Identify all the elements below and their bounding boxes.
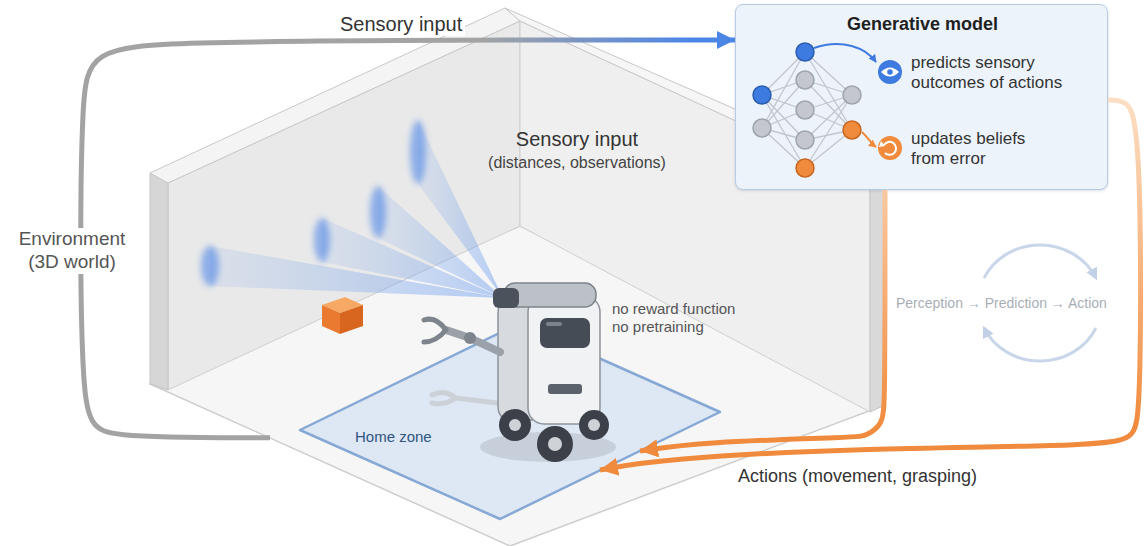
home-zone: Home zone: [300, 323, 720, 519]
robot-side: [498, 298, 532, 420]
network-node: [753, 119, 771, 137]
robot-claw: [424, 319, 446, 342]
block-right: [340, 305, 363, 334]
sensor-beam: [322, 218, 503, 298]
cycle-label: Perception → Prediction → Action: [896, 295, 1107, 312]
left-wall-rim: [150, 8, 520, 183]
robot-wheel: [499, 409, 531, 441]
box-body-text: updates beliefs from error: [911, 129, 1051, 170]
neural-network: [753, 43, 876, 177]
box-title: Generative model: [847, 14, 998, 36]
eye-icon: [878, 60, 902, 84]
robot: [424, 283, 616, 462]
robot-wheel: [537, 426, 573, 462]
arm-joint: [464, 332, 476, 344]
network-node: [843, 121, 861, 139]
network-node: [796, 71, 814, 89]
wheel-hub: [509, 419, 521, 431]
network-node: [796, 131, 814, 149]
connector-line: [640, 190, 885, 451]
sensor-beam: [418, 120, 503, 298]
home-zone-area: [300, 323, 720, 519]
connector-line: [81, 40, 735, 438]
sensor-spot: [410, 120, 426, 184]
zone-label: Home zone: [355, 428, 432, 446]
refresh-icon: [878, 136, 902, 160]
orange-block: [322, 297, 363, 334]
actions-arrow: [600, 100, 1141, 470]
edge-label: Actions (movement, grasping): [735, 466, 980, 488]
edge-label: Sensory input: [337, 12, 465, 36]
predict-arrow: [814, 44, 876, 62]
network-node: [753, 86, 771, 104]
sensor-beam: [210, 246, 503, 298]
refresh-arc: [884, 142, 896, 155]
sensor-spot: [201, 246, 219, 286]
eye-icon-disc: [878, 60, 902, 84]
cycle-arc: [984, 328, 1096, 361]
note-text: no reward function no pretraining: [612, 300, 746, 336]
region-heading: Sensory input: [516, 127, 638, 151]
block-left: [322, 305, 340, 334]
sensor-beams: [201, 120, 503, 298]
robot-shadow: [480, 432, 616, 462]
sensor-spot: [314, 218, 330, 262]
left-wall: [168, 21, 520, 390]
region-subheading: (distances, observations): [488, 153, 666, 172]
wheel-hub: [548, 437, 562, 451]
network-node: [796, 101, 814, 119]
box-body-text: predicts sensory outcomes of actions: [911, 53, 1076, 94]
cycle-arc: [984, 245, 1096, 278]
wheel-hub: [588, 419, 600, 431]
sensor-spot: [370, 186, 386, 238]
network-node: [796, 43, 814, 61]
robot-arm: [446, 330, 500, 352]
refresh-tip: [879, 141, 885, 147]
robot-body: [528, 296, 600, 424]
network-node: [843, 86, 861, 104]
loop-label: Environment (3D world): [7, 228, 137, 274]
eye-pupil: [887, 69, 893, 75]
block-top: [322, 297, 363, 313]
sensor-beam: [378, 186, 503, 298]
robot-glare: [546, 322, 562, 326]
left-wall-edge: [150, 173, 168, 390]
network-node: [796, 159, 814, 177]
home-zone-outline: [300, 323, 720, 519]
robot-wheel: [579, 410, 609, 440]
connector-line: [600, 100, 1141, 470]
network-links: [762, 52, 852, 168]
refresh-icon-disc: [878, 136, 902, 160]
sensory-input-arrow: [81, 40, 735, 438]
update-arrow: [862, 132, 876, 147]
eye-shape: [881, 68, 899, 77]
gripper-shadow: [432, 393, 505, 404]
robot-cap: [504, 283, 596, 307]
robot-vent: [548, 384, 582, 394]
robot-sensor: [493, 288, 519, 308]
generative-model-box: Generative model predicts sensory outcome…: [735, 4, 1108, 190]
robot-window: [540, 318, 590, 348]
right-wall-edge: [870, 175, 885, 412]
